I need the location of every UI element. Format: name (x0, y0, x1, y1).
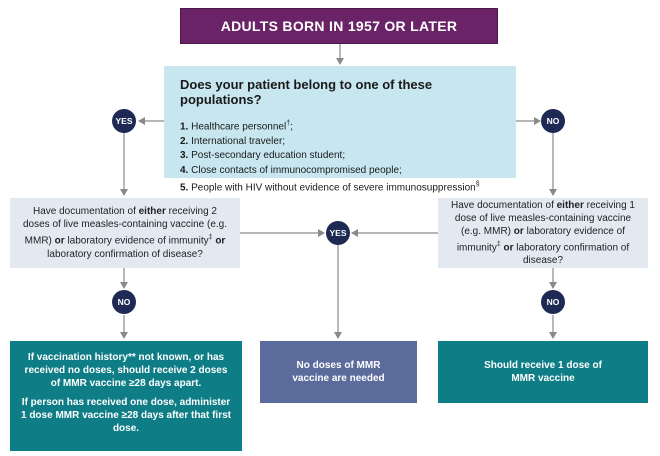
result-no-doses: No doses of MMR vaccine are needed (260, 341, 417, 403)
text-run: Have documentation of (451, 199, 557, 211)
text-run: laboratory evidence of immunity (64, 235, 209, 247)
result-2-doses: If vaccination history** not known, or h… (10, 341, 242, 451)
population-item: 3. Post-secondary education student; (180, 149, 502, 164)
item-number: 3. (180, 150, 189, 162)
result-left-para-2: If person has received one dose, adminis… (20, 397, 231, 434)
population-item: 1. Healthcare personnel†; (180, 117, 502, 135)
text-bold: either (138, 206, 166, 218)
item-tail: ; (290, 121, 293, 133)
population-question-box: Does your patient belong to one of these… (164, 66, 516, 194)
text-run: receiving 1 dose of live measles-contain… (454, 199, 635, 237)
text-run: 2 doses of MMR vaccine ≥28 days apart. (50, 365, 228, 389)
text-bold: or (500, 242, 514, 254)
result-1-dose: Should receive 1 dose of MMR vaccine (438, 341, 648, 403)
doc-left-text: Have documentation of either receiving 2… (20, 205, 230, 260)
documentation-question-1-dose: Have documentation of either receiving 1… (438, 198, 648, 268)
text-run: If vaccination history** not known, or h… (24, 352, 225, 376)
footnote-mark: § (475, 181, 480, 189)
text-run: receiving 2 doses of live measles-contai… (23, 206, 227, 247)
diagram-title: ADULTS BORN IN 1957 OR LATER (220, 18, 458, 34)
yes-decision-center: YES (326, 221, 350, 245)
item-label: People with HIV without evidence of seve… (191, 182, 476, 194)
text-run: laboratory confirmation of disease? (513, 242, 630, 267)
documentation-question-2-doses: Have documentation of either receiving 2… (10, 198, 240, 268)
population-item: 5. People with HIV without evidence of s… (180, 178, 502, 196)
population-item: 4. Close contacts of immunocompromised p… (180, 164, 502, 179)
footnote-mark: ‡ (208, 234, 213, 242)
item-number: 2. (180, 135, 189, 147)
population-question: Does your patient belong to one of these… (180, 77, 433, 107)
yes-decision-left: YES (112, 109, 136, 133)
item-number: 5. (180, 182, 189, 194)
item-label: International traveler; (191, 135, 286, 147)
population-list: 1. Healthcare personnel†; 2. Internation… (180, 117, 502, 196)
no-decision-right-lower: NO (541, 290, 565, 314)
no-decision-right: NO (541, 109, 565, 133)
item-label: Post-secondary education student; (191, 150, 346, 162)
result-right-text: Should receive 1 dose of MMR vaccine (484, 360, 602, 384)
no-decision-left: NO (112, 290, 136, 314)
doc-right-text: Have documentation of either receiving 1… (444, 199, 642, 267)
item-label: Healthcare personnel (191, 121, 287, 133)
text-bold: or (513, 225, 524, 237)
no-label: NO (546, 116, 560, 126)
text-run: laboratory evidence of immunity (456, 225, 625, 254)
yes-label: YES (329, 228, 347, 238)
text-bold: either (556, 199, 584, 211)
population-item: 2. International traveler; (180, 135, 502, 150)
result-left-para-1: If vaccination history** not known, or h… (20, 351, 232, 390)
no-label: NO (117, 297, 131, 307)
footnote-mark: † (286, 120, 291, 127)
text-bold: should receive (117, 365, 188, 376)
item-number: 1. (180, 121, 189, 133)
text-run: Have documentation of (33, 206, 139, 218)
title-box: ADULTS BORN IN 1957 OR LATER (180, 8, 498, 44)
text-bold: or (54, 235, 65, 247)
text-bold: or (212, 235, 226, 247)
item-label: Close contacts of immunocompromised peop… (191, 164, 402, 176)
text-run: laboratory confirmation of disease? (47, 248, 203, 260)
footnote-mark: ‡ (496, 240, 501, 248)
item-number: 4. (180, 164, 189, 176)
no-label: NO (546, 297, 560, 307)
result-mid-text: No doses of MMR vaccine are needed (292, 360, 385, 384)
yes-label: YES (115, 116, 133, 126)
